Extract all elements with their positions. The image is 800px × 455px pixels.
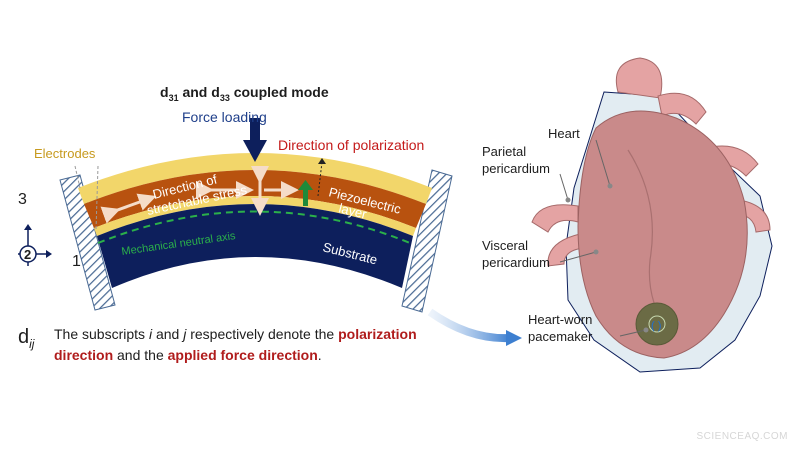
caption-i: i	[148, 326, 153, 342]
substrate-layer	[97, 204, 413, 288]
parietal-label-2: pericardium	[482, 161, 550, 176]
axis-3-label: 3	[18, 191, 27, 208]
pacemaker-label-2: pacemaker	[528, 329, 593, 344]
polarization-leader	[317, 161, 323, 197]
pacemaker-icon	[648, 315, 666, 333]
polarization-leader-head	[318, 158, 326, 164]
force-arrow-shaft	[250, 118, 260, 142]
mode-title-sub33: 33	[219, 92, 230, 103]
bottom-electrode	[94, 196, 416, 236]
axis-horizontal-head	[46, 250, 52, 258]
electrodes-leader-1	[74, 165, 81, 189]
caption-text: The subscripts i and j respectively deno…	[54, 324, 454, 366]
stretch-arrow-left	[100, 193, 157, 224]
top-electrode	[78, 153, 432, 204]
pacemaker-leader-dot	[643, 327, 649, 333]
mode-title-and: and d	[178, 84, 220, 100]
mode-title-sub31: 31	[168, 92, 179, 103]
heart-leader-dot	[607, 183, 613, 189]
pacemaker-leader	[619, 329, 647, 337]
mode-title-suffix: coupled mode	[229, 84, 329, 100]
visceral-label-1: Visceral	[482, 238, 528, 253]
polarization-arrow-head	[298, 180, 313, 190]
vessel-right-upper	[657, 92, 707, 125]
axis-2-circle	[19, 245, 37, 263]
right-clamp	[401, 169, 453, 313]
force-loading-label: Force loading	[182, 109, 267, 125]
axis-1-label: 1	[72, 253, 81, 270]
pacemaker-label-1: Heart-worn	[528, 312, 592, 327]
caption-part4: and the	[113, 347, 168, 363]
caption-part5: .	[317, 347, 322, 363]
caption-highlight-force: applied force direction	[167, 347, 318, 363]
visceral-leader	[559, 251, 597, 263]
electrodes-leader-2	[95, 165, 99, 231]
dij-symbol: dij	[18, 326, 34, 351]
visceral-label-2: pericardium	[482, 255, 550, 270]
axis-vertical-head	[24, 224, 32, 230]
parietal-leader-dot	[565, 197, 571, 203]
vessel-left-upper	[531, 204, 579, 233]
axis-2-label: 2	[24, 247, 31, 262]
caption-part2: and	[152, 326, 184, 342]
force-arrow-head	[243, 140, 267, 162]
aorta	[615, 57, 663, 99]
vessel-left-lower	[547, 233, 585, 267]
heart-leader	[595, 139, 611, 187]
heart-body	[577, 110, 748, 359]
pacemaker-icon-glyph: ( )	[651, 320, 661, 332]
pacemaker-device	[635, 302, 679, 346]
dij-sub: ij	[29, 337, 35, 351]
polarization-arrow-shaft	[303, 188, 308, 206]
electrodes-label: Electrodes	[34, 146, 96, 161]
caption-part1: The subscripts	[54, 326, 149, 342]
flow-arrow	[427, 308, 511, 343]
piezoelectric-layer	[84, 170, 426, 228]
dij-d: d	[18, 326, 30, 348]
piezo-label-2: layer	[337, 200, 369, 222]
mode-title-d1: d	[160, 84, 169, 100]
caption-highlight-polarization: polarization direction	[54, 326, 417, 363]
mode-title: d31 and d33 coupled mode	[160, 84, 329, 103]
caption-part3: respectively denote the	[186, 326, 339, 342]
polarization-label: Direction of polarization	[278, 137, 424, 153]
left-clamp	[59, 174, 116, 311]
visceral-leader-dot	[593, 249, 599, 255]
parietal-label-1: Parietal	[482, 144, 526, 159]
flow-arrow-head	[506, 330, 522, 346]
heart-label: Heart	[548, 126, 580, 141]
parietal-leader	[559, 173, 569, 201]
watermark: SCIENCEAQ.COM	[696, 431, 788, 442]
caption-j: j	[183, 326, 187, 342]
